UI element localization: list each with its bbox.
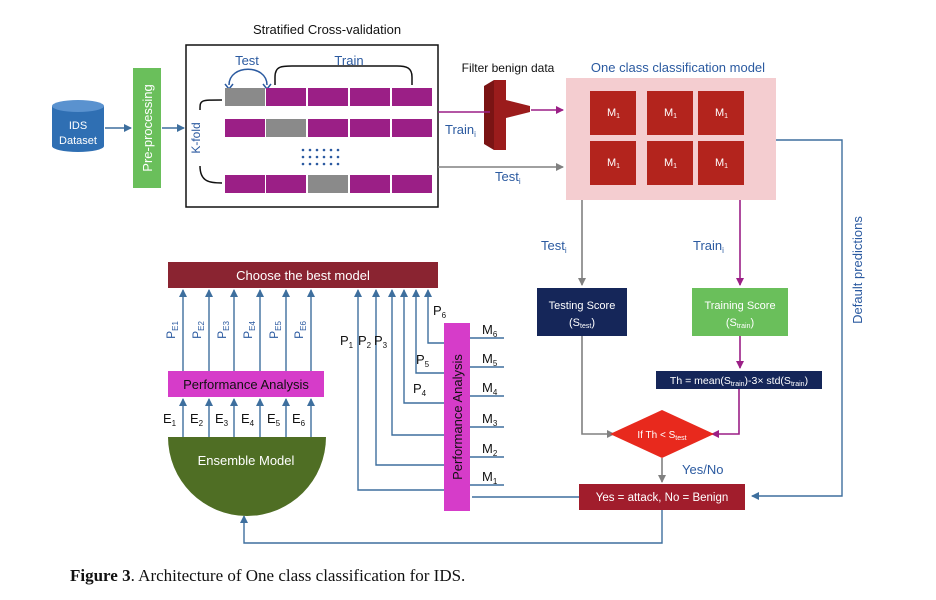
e-label: E1 xyxy=(163,411,177,428)
p-label: P4 xyxy=(413,381,427,398)
e-label: E4 xyxy=(241,411,255,428)
p-label: P3 xyxy=(374,333,388,350)
pe-label: PE5 xyxy=(267,321,283,339)
threshold-box xyxy=(656,371,822,389)
p-arrow xyxy=(412,289,444,374)
train-label: Train xyxy=(334,53,363,68)
ensemble-model-label: Ensemble Model xyxy=(198,453,295,468)
testing-score-box xyxy=(537,288,627,336)
testing-score-var: (Stest) xyxy=(569,317,595,330)
test-i-label: Testi xyxy=(541,238,567,255)
pe-label: PE6 xyxy=(292,321,308,339)
m-label: M6 xyxy=(482,322,498,339)
model-cell: M1 xyxy=(588,89,638,137)
perf-analysis-vertical-label: Performance Analysis xyxy=(450,354,465,480)
default-predictions-label: Default predictions xyxy=(850,216,865,324)
filter-funnel-icon xyxy=(484,80,530,150)
fold-dots xyxy=(301,148,340,166)
training-score-box xyxy=(692,288,788,336)
e-label: E6 xyxy=(292,411,306,428)
perf-analysis-horizontal-label: Performance Analysis xyxy=(183,377,309,392)
p-label: P2 xyxy=(358,333,372,350)
preprocessing-box xyxy=(133,68,161,188)
occ-title: One class classification model xyxy=(591,60,765,75)
testing-score-label: Testing Score xyxy=(549,300,616,312)
model-cell: M1 xyxy=(645,139,695,187)
p-label: P5 xyxy=(416,352,430,369)
decision-label: If Th < Stest xyxy=(637,430,686,442)
train-i-label-top: Traini xyxy=(445,122,476,139)
ids-label-2: Dataset xyxy=(59,135,97,147)
pe-label: PE2 xyxy=(190,321,206,339)
figure-caption: Figure 3. Architecture of One class clas… xyxy=(70,566,466,585)
choose-best-box xyxy=(168,262,438,288)
training-score-label: Training Score xyxy=(704,300,775,312)
fold-row-2 xyxy=(225,119,432,137)
p-label: P6 xyxy=(433,303,447,320)
threshold-label: Th = mean(Strain)-3× std(Strain) xyxy=(670,375,808,388)
model-label: M1 xyxy=(607,107,620,120)
model-label: M1 xyxy=(664,107,677,120)
fold-row-k xyxy=(225,175,432,193)
result-box xyxy=(579,484,745,510)
training-score-var: (Strain) xyxy=(726,317,754,330)
m-label: M4 xyxy=(482,380,498,397)
p-arrow xyxy=(424,289,444,344)
e-label: E5 xyxy=(267,411,281,428)
pe-label: PE4 xyxy=(241,321,257,339)
m-label: M5 xyxy=(482,351,498,368)
model-label: M1 xyxy=(715,107,728,120)
perf-analysis-horizontal-box xyxy=(168,371,324,397)
model-label: M1 xyxy=(607,157,620,170)
model-label: M1 xyxy=(715,157,728,170)
model-cell: M1 xyxy=(696,89,746,137)
ids-dataset-cylinder: IDS Dataset xyxy=(52,100,104,152)
p-arrow xyxy=(388,289,444,436)
m-label: M2 xyxy=(482,441,498,458)
p-arrow xyxy=(372,289,444,466)
p-arrow xyxy=(354,289,444,491)
m-label: M1 xyxy=(482,469,498,486)
e-label: E3 xyxy=(215,411,229,428)
ensemble-model-shape xyxy=(168,437,326,516)
e-label: E2 xyxy=(190,411,204,428)
p-arrow xyxy=(400,289,444,404)
model-cell: M1 xyxy=(696,139,746,187)
model-cell: M1 xyxy=(588,139,638,187)
preprocessing-label: Pre-processing xyxy=(140,84,155,171)
m-label: M3 xyxy=(482,411,498,428)
yes-no-label: Yes/No xyxy=(682,462,723,477)
cv-title: Stratified Cross-validation xyxy=(253,22,401,37)
decision-diamond xyxy=(610,410,714,458)
perf-analysis-vertical-box xyxy=(444,323,470,511)
test-label: Test xyxy=(235,53,259,68)
choose-best-label: Choose the best model xyxy=(236,268,370,283)
fold-row-1 xyxy=(225,88,432,106)
train-i-label: Traini xyxy=(693,238,724,255)
kfold-label: K-fold xyxy=(189,122,203,153)
model-label: M1 xyxy=(664,157,677,170)
pe-label: PE1 xyxy=(164,321,180,339)
model-cell: M1 xyxy=(645,89,695,137)
pe-label: PE3 xyxy=(215,321,231,339)
result-label: Yes = attack, No = Benign xyxy=(596,492,729,504)
test-i-label-top: Testi xyxy=(495,169,521,186)
p-label: P1 xyxy=(340,333,354,350)
ids-label-1: IDS xyxy=(69,120,87,132)
filter-label: Filter benign data xyxy=(462,61,555,75)
